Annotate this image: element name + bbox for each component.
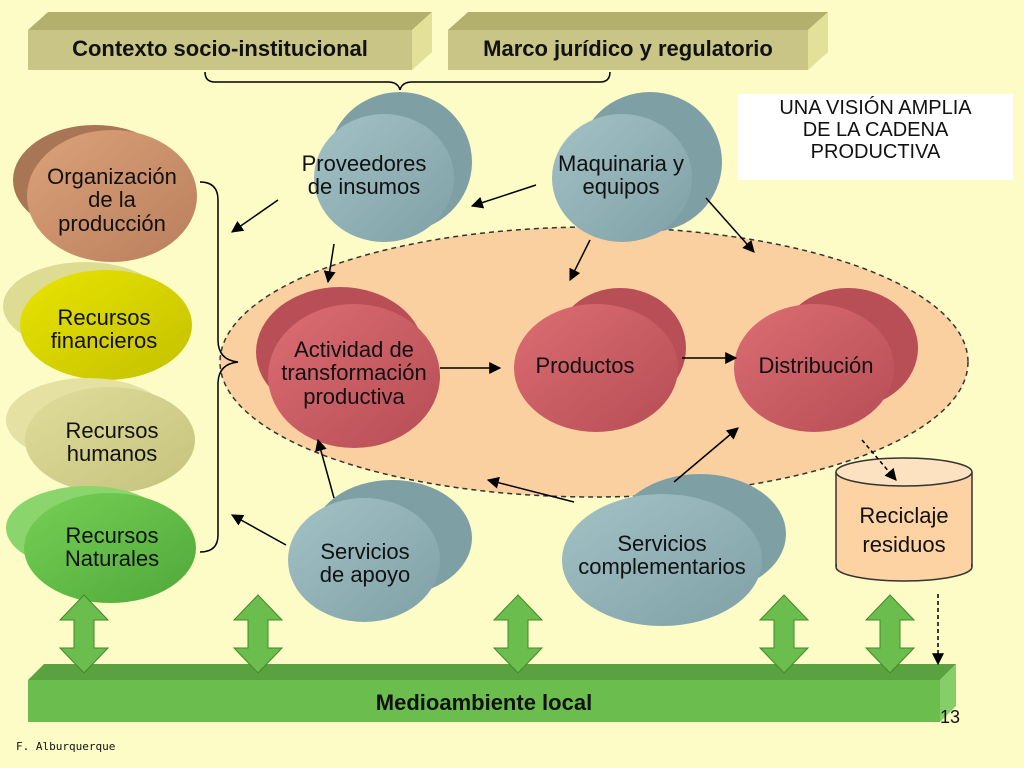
support-bubble <box>288 480 472 622</box>
label-line: Actividad de <box>294 337 414 362</box>
vision-note-line: DE LA CADENA <box>802 119 949 141</box>
products-label: Productos <box>535 353 635 378</box>
complementary-bubble <box>562 474 786 626</box>
products-bubble <box>514 288 686 432</box>
arrow-complementary-to-distribution <box>673 427 739 483</box>
env-arrow-3 <box>492 594 544 674</box>
label-line: de insumos <box>307 174 421 200</box>
recycling-label: Reciclaje residuos <box>836 502 972 559</box>
label-line: Recursos <box>57 305 151 330</box>
label-line: Reciclaje <box>859 503 949 528</box>
label-line: de la <box>88 187 136 213</box>
arrow-complementary-to-ellipse <box>486 476 575 503</box>
organization-bubble <box>13 125 197 262</box>
label-line: Maquinaria y <box>558 151 684 176</box>
label-line: producción <box>58 210 166 236</box>
arrow-distribution-to-recycling <box>861 439 897 481</box>
env-arrow-4 <box>758 594 810 674</box>
env-arrow-2 <box>232 594 284 674</box>
arrow-inputs-to-transformation <box>323 243 336 284</box>
label-line: productiva <box>303 383 405 409</box>
distribution-label: Distribución <box>758 353 874 378</box>
financial-bubble <box>3 262 192 380</box>
label-line: residuos <box>862 531 946 557</box>
arrow-support-to-resources <box>230 514 287 546</box>
natural-bubble <box>6 486 196 603</box>
recycling-cylinder <box>835 457 973 582</box>
human-bubble <box>6 378 195 493</box>
natural-label: Recursos Naturales <box>22 524 202 571</box>
support-label: Servicios de apoyo <box>290 540 440 587</box>
arrow-machinery-to-inputs <box>470 184 537 209</box>
label-line: Servicios <box>320 539 410 564</box>
label-line: Recursos <box>65 418 159 443</box>
label-line: Proveedores <box>301 151 427 176</box>
legal-box <box>448 12 828 70</box>
label-line: Organización <box>47 164 177 189</box>
arrow-machinery-to-distribution <box>705 197 755 253</box>
author-credit: F. Alburquerque <box>16 740 116 753</box>
environment-bar <box>28 664 956 722</box>
slide-number: 13 <box>939 707 961 727</box>
environment-label: Medioambiente local <box>375 690 593 715</box>
label-line: de apoyo <box>319 562 411 588</box>
transformation-bubble <box>256 287 440 448</box>
label-line: financieros <box>50 328 158 354</box>
label-line: Servicios <box>617 531 707 556</box>
env-arrow-5 <box>864 594 916 674</box>
flow-arrows <box>230 184 944 666</box>
env-arrow-1 <box>58 594 110 674</box>
distribution-bubble <box>734 288 918 432</box>
arrow-support-to-transformation <box>315 438 335 499</box>
label-line: humanos <box>66 441 158 467</box>
label-line: complementarios <box>578 554 746 580</box>
vision-note-line: PRODUCTIVA <box>810 141 941 163</box>
top-brace <box>204 71 611 91</box>
context-label: Contexto socio-institucional <box>72 36 368 61</box>
inputs-bubble <box>314 92 472 242</box>
legal-label: Marco jurídico y regulatorio <box>483 36 773 61</box>
vision-note-box <box>738 94 1013 180</box>
vision-note: UNA VISIÓN AMPLIA DE LA CADENA PRODUCTIV… <box>738 97 1013 163</box>
inputs-label: Proveedores de insumos <box>284 152 444 199</box>
context-box <box>28 12 432 70</box>
transformation-label: Actividad de transformación productiva <box>264 338 444 408</box>
label-line: Naturales <box>64 546 160 572</box>
label-line: Recursos <box>65 523 159 548</box>
machinery-label: Maquinaria y equipos <box>540 152 702 199</box>
label-line: equipos <box>582 174 660 200</box>
complementary-label: Servicios complementarios <box>562 532 762 579</box>
arrow-inputs-to-organization <box>231 199 279 233</box>
human-label: Recursos humanos <box>22 419 202 466</box>
vision-note-line: UNA VISIÓN AMPLIA <box>779 97 972 119</box>
organization-label: Organización de la producción <box>22 165 202 235</box>
label-line: transformación <box>281 360 427 386</box>
financial-label: Recursos financieros <box>14 306 194 353</box>
arrow-machinery-to-products <box>569 239 591 282</box>
machinery-bubble <box>552 92 722 242</box>
resources-brace <box>199 181 239 553</box>
